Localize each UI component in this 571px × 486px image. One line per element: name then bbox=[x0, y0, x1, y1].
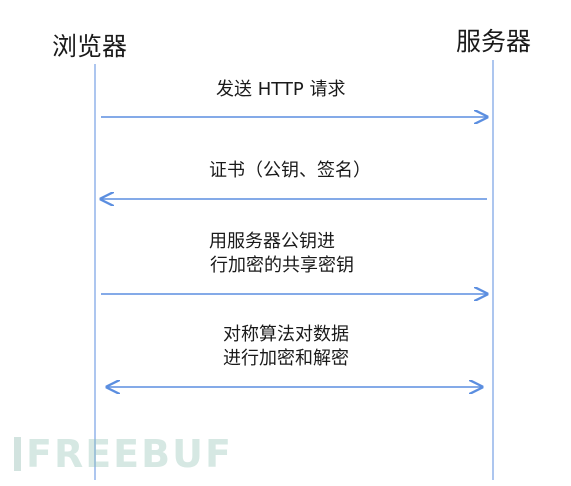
actor-server: 服务器 bbox=[455, 27, 531, 56]
message-certificate-line-1: 证书（公钥、签名） bbox=[209, 160, 371, 181]
watermark-text: FREEBUF bbox=[26, 432, 233, 476]
message-symmetric-encryption-line-2: 进行加密和解密 bbox=[223, 348, 349, 369]
message-certificate: 证书（公钥、签名） bbox=[209, 159, 371, 183]
message-encrypted-shared-key-line-1: 用服务器公钥进 bbox=[209, 231, 335, 252]
message-encrypted-shared-key: 用服务器公钥进 行加密的共享密钥 bbox=[209, 230, 354, 278]
message-symmetric-encryption: 对称算法对数据 进行加密和解密 bbox=[223, 323, 349, 371]
watermark-bar-icon bbox=[14, 437, 21, 471]
actor-browser: 浏览器 bbox=[52, 32, 128, 61]
message-http-request: 发送 HTTP 请求 bbox=[216, 78, 346, 102]
message-symmetric-encryption-line-1: 对称算法对数据 bbox=[223, 324, 349, 345]
message-http-request-line-1: 发送 HTTP 请求 bbox=[216, 79, 346, 100]
freebuf-watermark: FREEBUF bbox=[14, 432, 233, 476]
message-encrypted-shared-key-line-2: 行加密的共享密钥 bbox=[210, 255, 354, 276]
